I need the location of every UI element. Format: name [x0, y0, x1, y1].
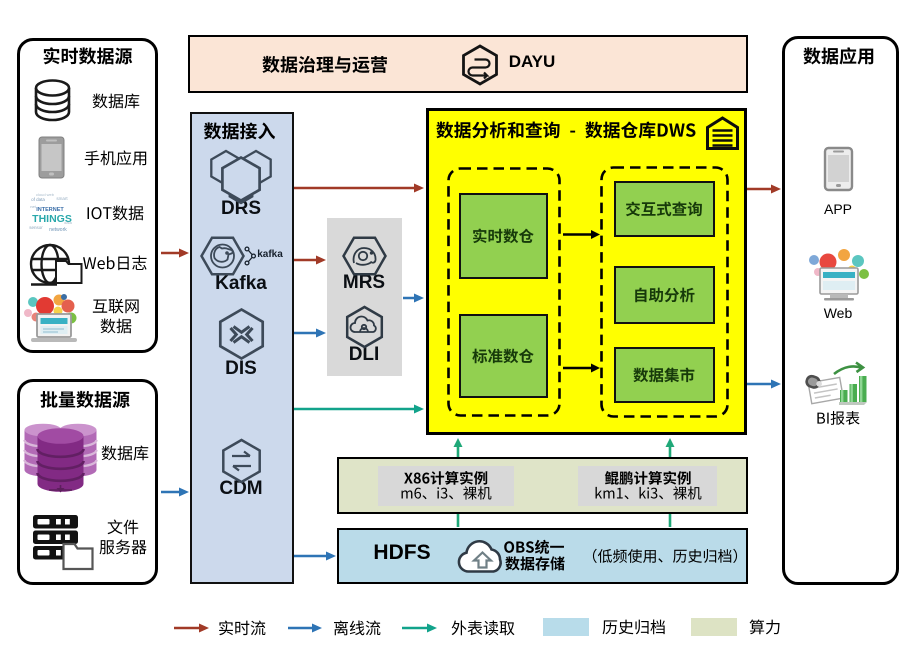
- svg-text:smart: smart: [56, 196, 68, 201]
- svg-text:cloud web: cloud web: [36, 192, 55, 197]
- svg-text:network: network: [49, 227, 67, 233]
- svg-text:sensor: sensor: [29, 225, 43, 230]
- svg-text:net: net: [30, 204, 36, 209]
- svg-text:data: data: [64, 220, 73, 225]
- svg-text:of data: of data: [31, 197, 45, 202]
- svg-text:THINGS: THINGS: [32, 213, 72, 225]
- svg-text:INTERNET: INTERNET: [36, 207, 64, 213]
